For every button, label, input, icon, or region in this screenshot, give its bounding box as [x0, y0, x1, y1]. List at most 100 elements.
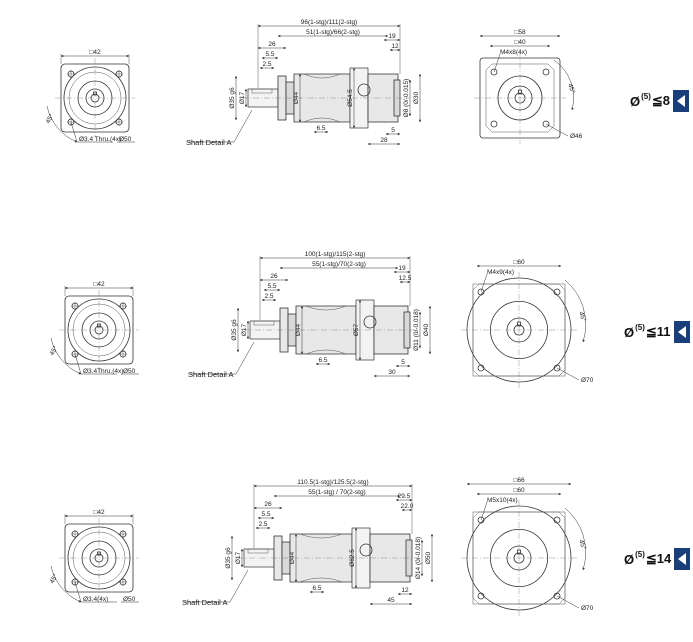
dimension-label: Ø44 [295, 323, 302, 336]
shaft-keyway [253, 320, 275, 326]
housing-contour [305, 305, 347, 311]
dimension-label: 5.5 [267, 283, 276, 290]
dimension-label: Ø3.4(4x) [83, 596, 108, 603]
shaft-detail-label: Shaft Detail A [186, 138, 231, 147]
dimension-label: Ø17 [235, 551, 242, 564]
dimension-label: 2.5 [264, 293, 273, 300]
dimension-label: Ø17 [239, 91, 246, 104]
marker-value: ≦11 [645, 324, 671, 339]
dimension-label: Ø46 [570, 133, 583, 140]
dimension-label: 5 [401, 359, 405, 366]
tapped-hole [490, 120, 498, 128]
dimension-label: Ø3.4 Thru.(4x) [79, 136, 121, 143]
leader-line [74, 581, 82, 603]
dimension-label: M5x10(4x) [487, 497, 518, 504]
housing-contour [303, 117, 341, 123]
dimension-label: 45 [387, 597, 395, 604]
tapped-hole [490, 68, 498, 76]
dimension-label: 45° [577, 311, 588, 323]
dimension-label: M4x9(4x) [487, 269, 514, 276]
dimension-label: Ø57 [353, 323, 360, 336]
dimension-label: □58 [514, 29, 526, 36]
mount-hole [357, 83, 371, 97]
dimension-label: Ø50 [425, 551, 432, 564]
housing-contour [303, 73, 341, 79]
marker-sup: (5) [641, 91, 651, 101]
tapped-hole [477, 516, 485, 524]
leader-line [233, 109, 253, 143]
dimension-label: 2.5 [258, 521, 267, 528]
tapped-hole [477, 592, 485, 600]
leader-line [556, 367, 580, 381]
dimension-label: Ø50 [119, 136, 132, 143]
dimension-label: Ø14 (0/-0.018) [415, 537, 422, 579]
dimension-label: M4x8(4x) [500, 49, 527, 56]
angle-arc [46, 105, 78, 143]
dimension-label: Ø40 [423, 323, 430, 336]
angle-arc [564, 507, 586, 571]
expand-arrow-button[interactable] [673, 321, 690, 343]
marker-value: ≦14 [645, 551, 672, 566]
leader-line [480, 501, 488, 521]
dimension-label: 28 [380, 137, 388, 144]
flange-boss [81, 540, 117, 576]
housing-contour [299, 577, 343, 583]
flange-boss [81, 312, 117, 348]
shaft-detail-label: Shaft Detail A [182, 598, 227, 607]
shaft-size-marker-3: Ø (5) ≦14 [624, 548, 691, 570]
input-shaft [243, 548, 275, 568]
dimension-label: Ø50 [123, 368, 136, 375]
marker-label: Ø [624, 551, 635, 567]
dimension-label: Ø30 [413, 91, 420, 104]
dimension-label: 55(1-stg)/70(2-stg) [312, 261, 366, 268]
dimension-label: 6.5 [312, 585, 321, 592]
mount-hole [359, 543, 373, 557]
dimension-label: Ø3.4Thru.(4x) [83, 368, 123, 375]
dimension-label: 26 [268, 41, 276, 48]
dimension-label: 19 [398, 265, 406, 272]
dimension-label: 26 [270, 273, 278, 280]
output-chamfer [472, 511, 566, 605]
shaft-keyway [247, 548, 269, 554]
dimension-label: 5.5 [265, 51, 274, 58]
dimension-label: 5.5 [261, 511, 270, 518]
leader-line [480, 273, 488, 293]
dimension-label: 2.5 [262, 61, 271, 68]
leader-line [70, 121, 78, 143]
dimension-label: 100(1-stg)/115(2-stg) [305, 251, 366, 258]
dimension-label: 26 [264, 501, 272, 508]
dimension-label: 51(1-stg)/66(2-stg) [306, 29, 360, 36]
housing-contour [299, 533, 343, 539]
dimension-label: 45° [566, 83, 577, 95]
angle-arc [564, 279, 586, 343]
tapped-hole [542, 120, 550, 128]
output-boss [489, 300, 548, 359]
expand-arrow-button[interactable] [673, 90, 690, 112]
angle-arc [50, 565, 82, 603]
tapped-hole [553, 592, 561, 600]
output-chamfer [472, 283, 566, 377]
tapped-hole [477, 364, 485, 372]
dimension-label: Ø17 [241, 323, 248, 336]
marker-sup: (5) [635, 322, 645, 332]
dimension-label: Ø50 [123, 596, 136, 603]
dimension-label: Ø8 (0/-0.015) [403, 79, 410, 118]
mount-hole [363, 315, 377, 329]
dimension-label: Ø35 g6 [229, 87, 236, 109]
dimension-label: Ø11 (0/-0.018) [413, 309, 420, 351]
shaft-keyway [251, 88, 273, 94]
dimension-label: Ø70 [581, 605, 594, 612]
angle-arc [553, 59, 574, 111]
flange-boss [77, 80, 113, 116]
dimension-label: Ø62.5 [349, 549, 356, 567]
dimension-label: 12 [391, 43, 399, 50]
dimension-label: 96(1-stg)/111(2-stg) [301, 19, 357, 26]
dimension-label: 6.5 [316, 125, 325, 132]
dimension-label: □60 [513, 259, 525, 266]
dimension-label: Ø35 g6 [231, 319, 238, 341]
marker-label: Ø [630, 93, 641, 109]
shaft-size-marker-1: Ø (5) ≦8 [630, 90, 690, 112]
dimension-label: 55(1-stg) / 70(2-stg) [308, 489, 365, 496]
expand-arrow-button[interactable] [674, 548, 691, 570]
dimension-label: 45° [577, 539, 588, 551]
